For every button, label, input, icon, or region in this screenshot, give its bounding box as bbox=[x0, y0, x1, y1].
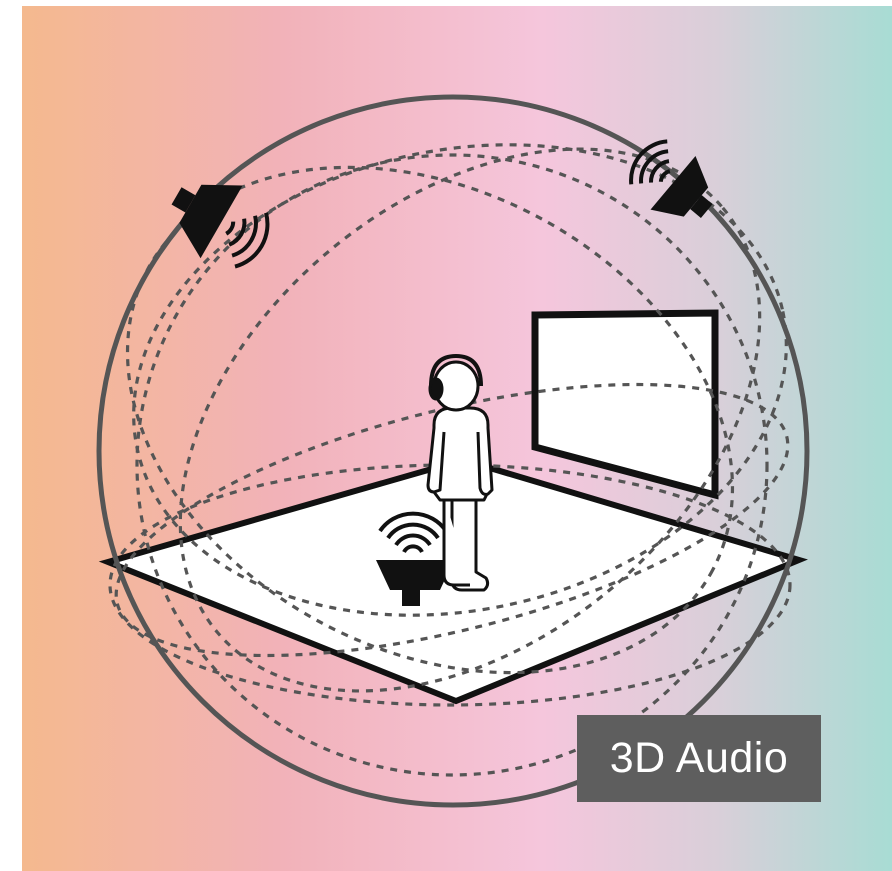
label-text: 3D Audio bbox=[610, 734, 789, 783]
illustration-frame: 3D Audio bbox=[22, 6, 892, 871]
label-badge: 3D Audio bbox=[577, 715, 821, 802]
